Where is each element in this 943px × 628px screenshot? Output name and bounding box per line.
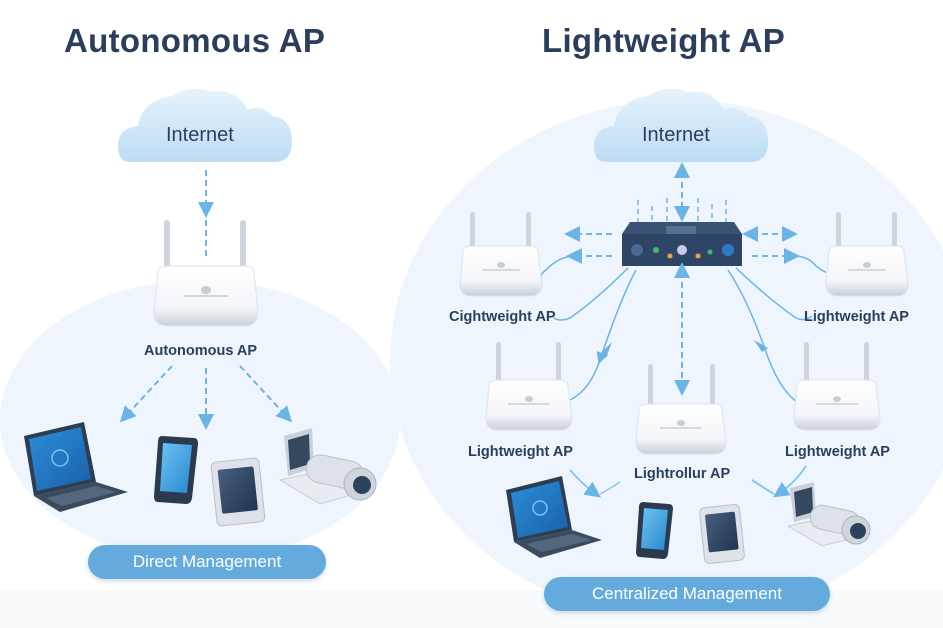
left-link-laptop [119,365,173,423]
right-smartphone-2-icon [699,504,745,564]
direct-management-badge: Direct Management [88,545,326,579]
wireless-controller-icon [622,222,742,266]
right-smartphone-icon [636,502,673,559]
left-laptop-icon [24,422,128,512]
lightweight-ap-mid-right-icon [793,342,881,431]
link-controller-mid-right [727,269,801,405]
ap-label-mid-left: Lightweight AP [468,444,573,460]
lightweight-ap-top-left-icon [459,212,543,297]
right-laptop-icon [506,476,602,558]
lightweight-ap-top-right-icon [825,212,909,297]
ap-label-top-left: Cightweight AP [449,309,556,325]
ap-label-mid-right: Lightweight AP [785,444,890,460]
lightweight-ap-center-icon [635,364,727,455]
left-internet-cloud-icon [118,88,292,162]
autonomous-ap-icon [153,220,259,327]
left-cloud-label: Internet [166,124,234,146]
lightweight-ap-mid-left-icon [485,342,573,431]
centralized-management-badge: Centralized Management [544,577,830,611]
left-smartphone-2-icon [210,457,266,527]
right-internet-cloud-icon [594,88,768,162]
left-panel-title: Autonomous AP [64,22,326,59]
autonomous-ap-label: Autonomous AP [144,343,258,359]
right-cloud-label: Internet [642,124,710,146]
left-link-camera [239,365,293,423]
ap-label-top-right: Lightweight AP [804,309,909,325]
left-security-camera-icon [278,428,378,505]
left-smartphone-icon [154,436,198,504]
link-controller-mid-left [569,269,637,401]
right-security-camera-icon [786,482,872,547]
ap-label-center: Lightrollur AP [634,466,731,482]
right-panel-title: Lightweight AP [542,22,786,59]
